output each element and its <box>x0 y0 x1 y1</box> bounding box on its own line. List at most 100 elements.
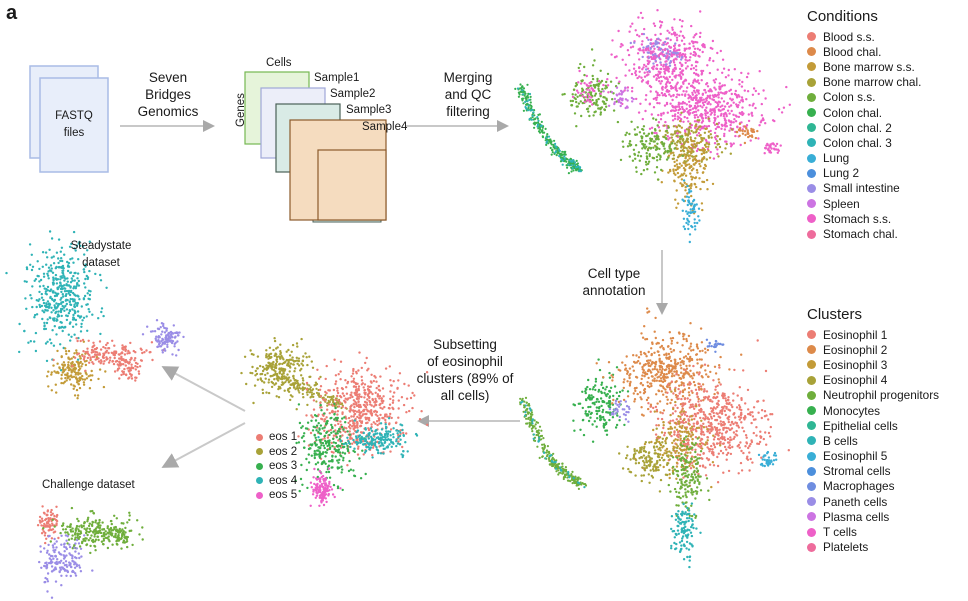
condition-point <box>712 59 715 63</box>
condition-point <box>732 142 735 145</box>
condition-point <box>713 119 717 122</box>
cluster-point <box>529 409 532 412</box>
cluster-point <box>677 387 680 391</box>
condition-point <box>764 147 767 150</box>
condition-point <box>593 94 597 97</box>
eos-point <box>392 399 395 402</box>
condition-point <box>597 83 600 86</box>
cluster-point <box>699 385 703 388</box>
cluster-point <box>562 471 565 474</box>
cluster-point <box>643 442 647 446</box>
cluster-point <box>693 443 696 447</box>
condition-point <box>666 37 670 40</box>
cluster-point <box>696 461 700 464</box>
eos-point <box>287 348 290 352</box>
condition-point <box>590 96 593 99</box>
condition-point <box>675 36 679 39</box>
cluster-point <box>712 414 716 418</box>
eos-point <box>267 391 271 395</box>
eos-point <box>379 406 382 409</box>
cluster-point <box>709 428 712 431</box>
cluster-point <box>687 533 690 536</box>
cluster-point <box>674 365 677 368</box>
eos-point <box>360 395 363 399</box>
condition-point <box>648 84 652 88</box>
condition-point <box>678 166 681 169</box>
condition-point <box>687 196 691 199</box>
cluster-point <box>723 394 726 397</box>
condition-point <box>702 98 705 101</box>
condition-point <box>705 127 708 130</box>
condition-point <box>667 126 670 129</box>
cluster-point <box>676 438 679 442</box>
cluster-point <box>690 502 694 505</box>
cluster-point <box>674 404 677 407</box>
eos-point <box>287 390 291 393</box>
condition-point <box>664 83 668 86</box>
cluster-point <box>692 490 695 494</box>
cluster-point <box>649 410 652 413</box>
condition-point <box>555 154 558 157</box>
cluster-point <box>597 390 600 393</box>
condition-point <box>554 142 557 145</box>
cluster-point <box>685 337 688 341</box>
cluster-point <box>761 458 764 461</box>
condition-point <box>739 143 742 147</box>
cluster-point <box>636 392 639 396</box>
cluster-point <box>626 395 630 398</box>
condition-point <box>764 97 767 100</box>
condition-point <box>745 127 748 130</box>
condition-point <box>588 114 591 118</box>
cluster-point <box>746 455 749 458</box>
cluster-point <box>657 350 660 353</box>
condition-point <box>713 142 717 145</box>
condition-point <box>695 185 698 189</box>
condition-point <box>661 88 664 91</box>
eos-point <box>336 387 339 390</box>
cluster-point <box>673 358 676 361</box>
cluster-point <box>684 479 688 483</box>
condition-point <box>636 154 640 157</box>
eos-point <box>368 399 371 403</box>
condition-point <box>680 146 683 149</box>
cluster-point <box>598 368 602 372</box>
condition-point <box>647 160 651 163</box>
cluster-point <box>655 445 659 448</box>
condition-point <box>685 163 689 166</box>
condition-point <box>695 128 698 131</box>
condition-point <box>669 102 672 105</box>
condition-point <box>716 140 719 143</box>
eos-point <box>394 421 398 425</box>
condition-point <box>760 102 763 106</box>
cluster-point <box>687 419 690 422</box>
condition-point <box>655 155 659 159</box>
eos-point <box>324 394 327 397</box>
cluster-point <box>706 345 709 348</box>
condition-point <box>630 96 634 100</box>
condition-point <box>750 127 753 131</box>
condition-point <box>607 91 610 94</box>
cluster-point <box>695 353 699 356</box>
condition-point <box>579 82 583 85</box>
condition-point <box>657 126 661 129</box>
condition-point <box>720 151 724 154</box>
cluster-point <box>656 466 660 469</box>
condition-point <box>684 189 687 192</box>
condition-point <box>529 95 532 98</box>
condition-point <box>628 30 631 33</box>
cluster-point <box>682 440 686 444</box>
cluster-point <box>687 461 690 464</box>
cluster-point <box>683 457 686 461</box>
cluster-point <box>670 368 674 371</box>
cluster-point <box>579 477 582 480</box>
cluster-point <box>747 412 750 416</box>
cluster-point <box>685 517 689 520</box>
eos-point <box>292 374 295 378</box>
condition-point <box>716 51 719 55</box>
eos-point <box>277 387 280 391</box>
cluster-point <box>721 452 725 455</box>
cluster-point <box>695 430 698 433</box>
condition-point <box>671 86 675 90</box>
cluster-point <box>690 518 693 521</box>
cluster-point <box>626 454 629 457</box>
